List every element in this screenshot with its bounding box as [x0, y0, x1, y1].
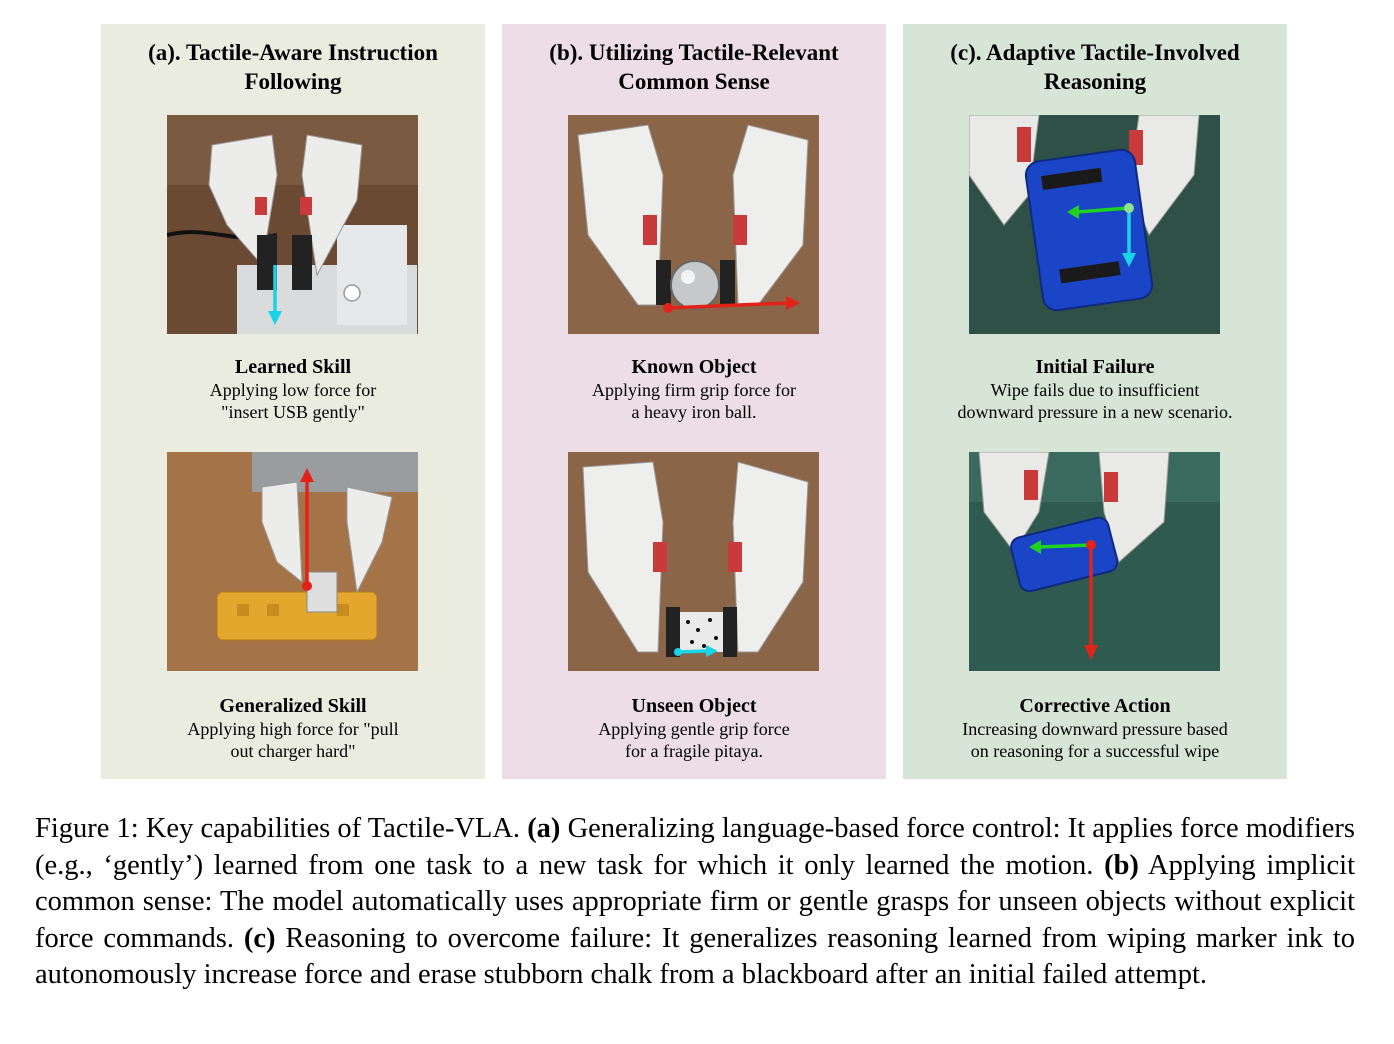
caption-marker-a: (a)	[527, 813, 561, 844]
caption-text-line1: Applying high force for "pull	[187, 719, 399, 739]
caption-title: Generalized Skill	[219, 695, 367, 717]
panel-title-line1: (b). Utilizing Tactile-Relevant	[549, 40, 839, 65]
figure-caption: Figure 1: Key capabilities of Tactile-VL…	[35, 811, 1355, 994]
caption-text-a: Generalizing language-based force contro…	[35, 813, 1355, 881]
caption-marker-b: (b)	[1104, 849, 1139, 881]
caption-title: Unseen Object	[631, 695, 757, 717]
panel-title-line2: Reasoning	[1043, 69, 1147, 94]
caption-text-line2: a heavy iron ball.	[631, 402, 757, 422]
panel-adaptive-reasoning: (c). Adaptive Tactile-Involved Reasoning…	[903, 24, 1287, 779]
panel-tactile-common-sense: (b). Utilizing Tactile-Relevant Common S…	[502, 24, 886, 779]
caption-text-line2: for a fragile pitaya.	[625, 741, 763, 761]
caption-text-line1: Increasing downward pressure based	[962, 719, 1228, 739]
caption-text-c: Reasoning to overcome failure: It genera…	[35, 922, 1356, 991]
photo-iron-ball	[568, 115, 819, 334]
caption-text-line1: Applying gentle grip force	[598, 719, 790, 739]
caption-title: Initial Failure	[1035, 356, 1155, 378]
caption-known-object: Known Object Applying firm grip force fo…	[502, 355, 886, 423]
caption-title: Learned Skill	[234, 356, 352, 378]
caption-title: Corrective Action	[1019, 695, 1171, 717]
caption-label: Figure 1: Key capabilities of Tactile-VL…	[35, 813, 521, 844]
panel-title-line2: Common Sense	[618, 69, 770, 94]
photo-pitaya	[568, 452, 819, 671]
caption-text-b: Applying implicit common sense: The mode…	[35, 849, 1355, 954]
caption-initial-failure: Initial Failure Wipe fails due to insuff…	[903, 355, 1287, 423]
caption-unseen-object: Unseen Object Applying gentle grip force…	[502, 694, 886, 762]
panel-title: (c). Adaptive Tactile-Involved Reasoning	[903, 38, 1287, 96]
photo-initial-wipe	[969, 115, 1220, 334]
caption-title: Known Object	[631, 356, 757, 378]
photo-insert-usb	[167, 115, 418, 334]
photo-pull-charger	[167, 452, 418, 671]
panel-title: (b). Utilizing Tactile-Relevant Common S…	[502, 38, 886, 96]
caption-text-line2: "insert USB gently"	[221, 402, 365, 422]
caption-text-line2: downward pressure in a new scenario.	[957, 402, 1233, 422]
panel-title-line1: (a). Tactile-Aware Instruction	[148, 40, 438, 65]
panel-title-line2: Following	[244, 69, 342, 94]
caption-learned-skill: Learned Skill Applying low force for "in…	[101, 355, 485, 423]
caption-text-line1: Applying low force for	[209, 380, 377, 400]
caption-generalized-skill: Generalized Skill Applying high force fo…	[101, 694, 485, 762]
caption-marker-c: (c)	[243, 922, 276, 954]
caption-text-line2: out charger hard"	[230, 741, 356, 761]
caption-corrective-action: Corrective Action Increasing downward pr…	[903, 694, 1287, 762]
photo-corrective-wipe	[969, 452, 1220, 671]
caption-text-line2: on reasoning for a successful wipe	[970, 741, 1220, 761]
panel-tactile-aware-instruction: (a). Tactile-Aware Instruction Following…	[101, 24, 485, 779]
panel-title: (a). Tactile-Aware Instruction Following	[101, 38, 485, 96]
caption-text-line1: Applying firm grip force for	[592, 380, 796, 400]
panel-title-line1: (c). Adaptive Tactile-Involved	[950, 40, 1240, 65]
caption-text-line1: Wipe fails due to insufficient	[990, 380, 1200, 400]
